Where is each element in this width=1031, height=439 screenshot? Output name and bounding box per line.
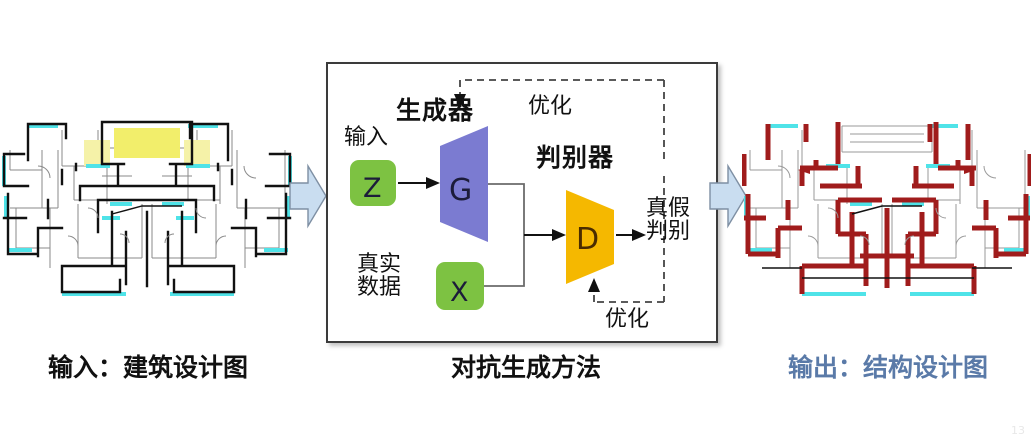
caption-method: 对抗生成方法 bbox=[450, 353, 601, 382]
caption-output: 输出：结构设计图 bbox=[787, 353, 988, 382]
page-corner-mark: 13 bbox=[1011, 424, 1025, 437]
plan-door-markers bbox=[798, 166, 976, 174]
real-data-label-line2: 数据 bbox=[356, 274, 401, 300]
output-label-line2: 判别 bbox=[646, 218, 691, 244]
structural-floor-plan bbox=[742, 108, 1031, 313]
plan-thin-black bbox=[762, 205, 1012, 279]
optimize-label-top: 优化 bbox=[528, 94, 573, 119]
node-label-z: Z bbox=[363, 173, 382, 204]
dashed-arrowhead-top bbox=[454, 94, 466, 108]
generator-trapezoid bbox=[440, 126, 488, 242]
optimize-label-bottom: 优化 bbox=[605, 307, 650, 332]
gan-diagram-box: 生成器 判别器 优化 优化 输入 真实 数据 真假 判别 Z X G D bbox=[326, 62, 718, 343]
caption-input: 输入：建筑设计图 bbox=[47, 353, 248, 382]
dashed-feedback-top bbox=[459, 79, 665, 160]
plan-room-highlights bbox=[84, 128, 210, 166]
real-data-label: 真实 数据 bbox=[346, 252, 412, 300]
node-label-g: G bbox=[449, 173, 473, 208]
output-label: 真假 判别 bbox=[646, 196, 702, 244]
node-label-x: X bbox=[450, 277, 469, 308]
merge-connector bbox=[484, 183, 525, 287]
discriminator-title: 判别器 bbox=[536, 143, 615, 172]
discriminator-trapezoid bbox=[566, 190, 614, 284]
architectural-floor-plan bbox=[2, 108, 292, 313]
dashed-feedback-bottom bbox=[593, 176, 665, 303]
real-data-node-x bbox=[436, 262, 484, 310]
input-label: 输入 bbox=[344, 125, 389, 150]
block-arrow-output bbox=[708, 163, 748, 229]
plan-door-arcs bbox=[37, 165, 257, 247]
plan-stair bbox=[111, 205, 182, 215]
output-label-line1: 真假 bbox=[646, 196, 691, 221]
real-data-label-line1: 真实 bbox=[356, 252, 401, 277]
generator-title: 生成器 bbox=[396, 96, 475, 125]
dashed-arrowhead-bottom bbox=[588, 278, 600, 292]
node-label-d: D bbox=[576, 222, 600, 257]
plan-door-arcs bbox=[777, 165, 997, 247]
block-arrow-input bbox=[288, 163, 328, 229]
latent-node-z bbox=[350, 160, 396, 206]
